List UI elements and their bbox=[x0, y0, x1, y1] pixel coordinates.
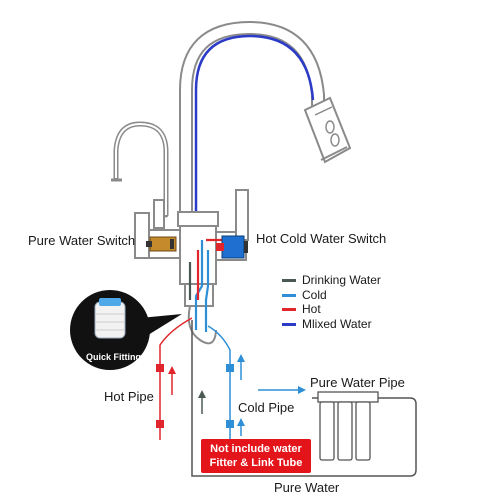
legend-swatch-mixed bbox=[282, 322, 296, 326]
base-pipes bbox=[187, 305, 217, 345]
pure-water-pipe-line bbox=[191, 320, 417, 477]
hot-cold-water-switch-label: Hot Cold Water Switch bbox=[256, 231, 387, 246]
quick-fitting-label: Quick Fitting bbox=[86, 352, 141, 362]
warning-badge: Not include water Fitter & Link Tube bbox=[201, 439, 311, 473]
drinking-arrow bbox=[198, 390, 206, 414]
pure-water-valve bbox=[146, 236, 177, 252]
drinking-spout-inner bbox=[115, 122, 167, 215]
pure-water-switch-label: Pure Water Switch bbox=[28, 233, 136, 248]
legend-swatch-hot bbox=[282, 307, 296, 311]
mixed-water-line bbox=[194, 34, 315, 248]
legend-item-hot: Hot bbox=[282, 302, 321, 316]
legend-swatch-cold bbox=[282, 293, 296, 297]
hot-pipe bbox=[156, 317, 193, 440]
hot-pipe-label: Hot Pipe bbox=[104, 389, 154, 404]
main-spout bbox=[179, 20, 325, 248]
legend-item-cold: Cold bbox=[282, 288, 327, 302]
cold-pipe-label: Cold Pipe bbox=[238, 400, 295, 415]
legend-swatch-drinking bbox=[282, 278, 296, 282]
legend-label-hot: Hot bbox=[302, 302, 321, 316]
warning-line-2: Fitter & Link Tube bbox=[209, 457, 303, 469]
warning-line-1: Not include water bbox=[210, 443, 302, 455]
inner-lines bbox=[188, 238, 226, 332]
water-filter bbox=[317, 391, 379, 461]
legend-item-drinking: Drinking Water bbox=[282, 273, 381, 287]
pure-water-pipe-label: Pure Water Pipe bbox=[310, 375, 405, 390]
quick-fitting-callout bbox=[70, 290, 182, 370]
legend-label-cold: Cold bbox=[302, 288, 327, 302]
cold-pipe bbox=[207, 325, 245, 440]
hot-cold-cartridge bbox=[216, 235, 248, 259]
legend-item-mixed: Mlixed Water bbox=[282, 317, 372, 331]
spray-head bbox=[303, 96, 352, 164]
legend-label-drinking: Drinking Water bbox=[302, 273, 381, 287]
pure-water-label: Pure Water bbox=[274, 480, 340, 495]
legend-label-mixed: Mlixed Water bbox=[302, 317, 372, 331]
